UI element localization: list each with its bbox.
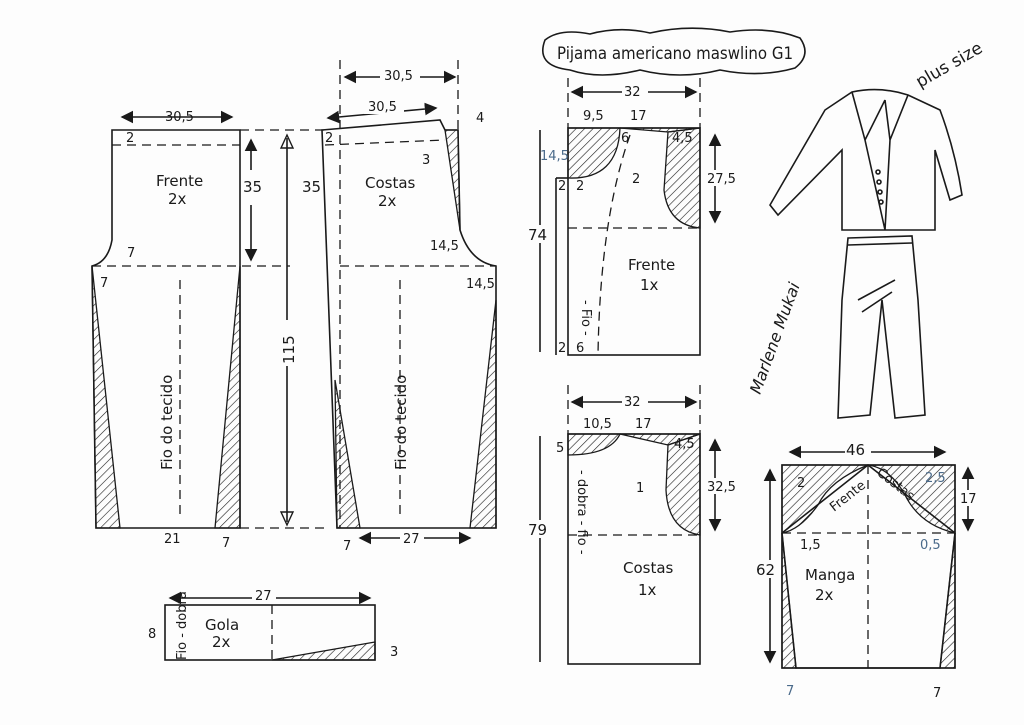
shirt-back-piece: 32 10,5 17 4,5 5 1 32,5 79 - dobra - fio… <box>528 385 736 665</box>
shirt-back-name: Costas <box>623 559 674 577</box>
title-cloud: Pijama americano maswlino G1 plus size <box>542 27 987 92</box>
sleeve-qty: 2x <box>815 586 834 604</box>
signature: Marlene Mukai <box>746 279 804 396</box>
sleeve-back-in: 0,5 <box>920 538 941 553</box>
shirt-front-grain: - Fio - <box>578 300 593 336</box>
back-name: Costas <box>365 174 416 192</box>
shirt-back-width: 32 <box>624 395 641 410</box>
back-raise: 4 <box>476 111 484 126</box>
shirt-back-qty: 1x <box>638 581 657 599</box>
sleeve-length: 62 <box>756 561 775 579</box>
back-waistband: 2 <box>325 131 333 146</box>
shirt-back-grain: - dobra - fio - <box>574 470 589 555</box>
back-hem-side: 7 <box>343 539 351 554</box>
back-crotch-depth: 14,5 <box>430 239 459 254</box>
sleeve-cap-height: 17 <box>960 492 977 507</box>
sleeve-front-out: 2 <box>797 476 805 491</box>
shirt-back-shoulder: 17 <box>635 417 652 432</box>
shirt-front-name: Frente <box>628 256 675 274</box>
sleeve-hem-left: 7 <box>786 684 794 699</box>
sleeve-name: Manga <box>805 566 855 584</box>
shirt-front-armhole-curve: 2 <box>632 172 640 187</box>
pants-back-piece: 30,5 30,5 4 3 2 35 Costas 2x 14,5 14,5 F… <box>302 60 497 554</box>
collar-piece: 27 8 Fio - dobra Gola 2x 3 <box>148 588 398 661</box>
shirt-front-button-line: 6 <box>621 131 629 146</box>
shirt-back-shoulder-drop: 4,5 <box>674 437 695 452</box>
pajama-illustration: Marlene Mukai <box>746 88 963 419</box>
collar-height: 8 <box>148 627 156 642</box>
front-waistband: 2 <box>126 131 134 146</box>
pants-length-dimension: 115 <box>278 133 298 527</box>
sleeve-width: 46 <box>846 441 865 459</box>
front-hem: 21 <box>164 532 181 547</box>
sleeve-back-out: 2,5 <box>925 471 946 486</box>
pants-length: 115 <box>280 335 298 364</box>
shirt-back-neck-width: 10,5 <box>583 417 612 432</box>
front-grain: Fio do tecido <box>158 375 176 470</box>
pants-front-piece: 30,5 2 Frente 2x 35 7 7 Fio do tecido 21… <box>91 110 330 551</box>
hatch-right <box>214 265 241 529</box>
back-width-top: 30,5 <box>384 69 413 84</box>
back-qty: 2x <box>378 192 397 210</box>
back-width-slant: 30,5 <box>368 100 397 115</box>
collar-width: 27 <box>255 589 272 604</box>
hatch-back-left <box>334 379 361 529</box>
collar-qty: 2x <box>212 633 231 651</box>
back-grain: Fio do tecido <box>392 375 410 470</box>
front-rise: 35 <box>243 178 262 196</box>
sleeve-hem-right: 7 <box>933 686 941 701</box>
shirt-front-length: 74 <box>528 226 547 244</box>
collar-point: 3 <box>390 645 398 660</box>
shirt-front-shoulder: 17 <box>630 109 647 124</box>
collar-name: Gola <box>205 616 239 634</box>
front-name: Frente <box>156 172 203 190</box>
page-title: Pijama americano maswlino G1 <box>557 44 793 64</box>
shirt-front-neck-width: 9,5 <box>583 109 604 124</box>
back-crotch-ext: 14,5 <box>466 277 495 292</box>
shirt-front-width: 32 <box>624 85 641 100</box>
shirt-front-neck-depth: 14,5 <box>540 149 569 164</box>
back-hem: 27 <box>403 532 420 547</box>
shirt-back-armhole-curve: 1 <box>636 481 644 496</box>
shirt-front-facing: 2 <box>576 179 584 194</box>
back-dart: 3 <box>422 153 430 168</box>
collar-grain: Fio - dobra <box>175 591 190 660</box>
front-crotch-ext: 7 <box>100 276 108 291</box>
front-width: 30,5 <box>165 110 194 125</box>
shirt-back-neck-depth: 5 <box>556 441 564 456</box>
hatch-back-right <box>469 299 497 529</box>
shirt-back-length: 79 <box>528 521 547 539</box>
sleeve-front-in: 1,5 <box>800 538 821 553</box>
shirt-front-armhole-depth: 27,5 <box>707 172 736 187</box>
front-crotch-depth: 7 <box>127 246 135 261</box>
plus-size-label: plus size <box>913 38 987 92</box>
sleeve-piece: 46 17 62 Frente Costas 2 1,5 2,5 0,5 Man… <box>756 440 978 701</box>
shirt-front-facing-bottom: 2 <box>558 341 566 356</box>
shirt-front-piece: 32 9,5 17 4,5 14,5 2 6 2 2 2 6 27,5 74 -… <box>528 78 736 356</box>
shirt-front-overlap: 2 <box>558 179 566 194</box>
front-qty: 2x <box>168 190 187 208</box>
shirt-back-armhole-depth: 32,5 <box>707 480 736 495</box>
shirt-front-qty: 1x <box>640 276 659 294</box>
shirt-front-button-line-bottom: 6 <box>576 341 584 356</box>
back-rise: 35 <box>302 178 321 196</box>
front-hem-side: 7 <box>222 536 230 551</box>
shirt-front-shoulder-drop: 4,5 <box>672 131 693 146</box>
